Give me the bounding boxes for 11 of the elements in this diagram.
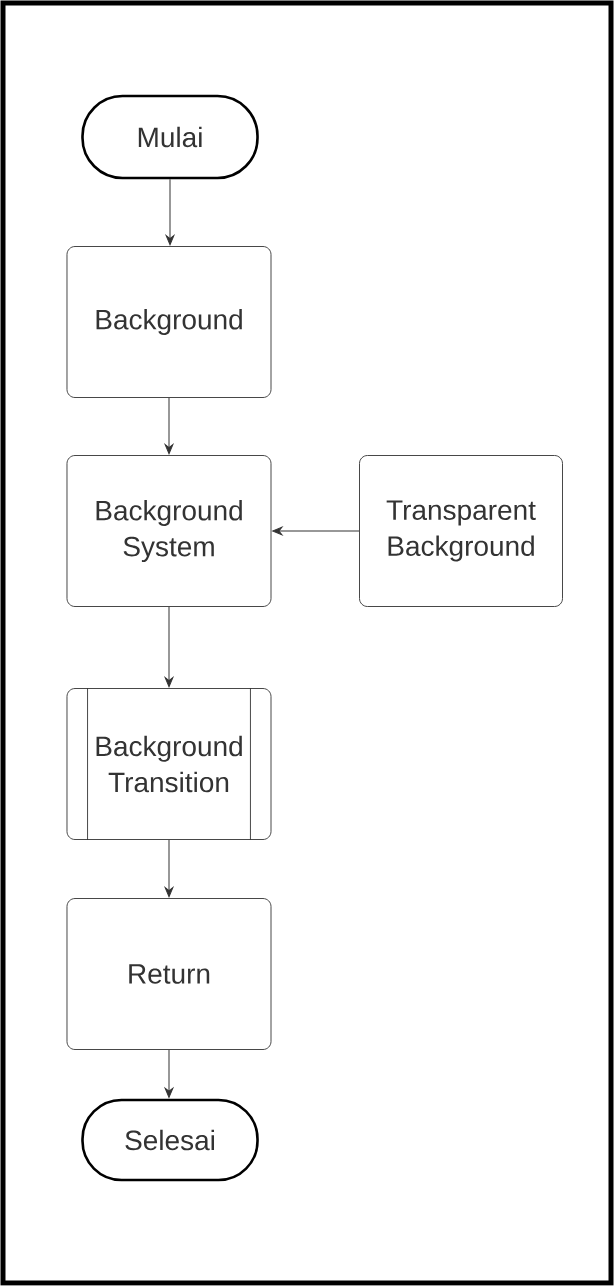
arrow <box>164 606 174 688</box>
process-box: Transparent Background <box>359 455 563 607</box>
arrow <box>164 839 174 898</box>
process-box: Background System <box>66 455 272 607</box>
arrow <box>164 1049 174 1098</box>
process-box: Background <box>66 246 272 398</box>
arrow <box>165 178 175 246</box>
process-box: Return <box>66 898 272 1050</box>
predefined-process-box: Background Transition <box>66 687 272 841</box>
arrow <box>272 526 360 536</box>
arrow <box>164 397 174 455</box>
